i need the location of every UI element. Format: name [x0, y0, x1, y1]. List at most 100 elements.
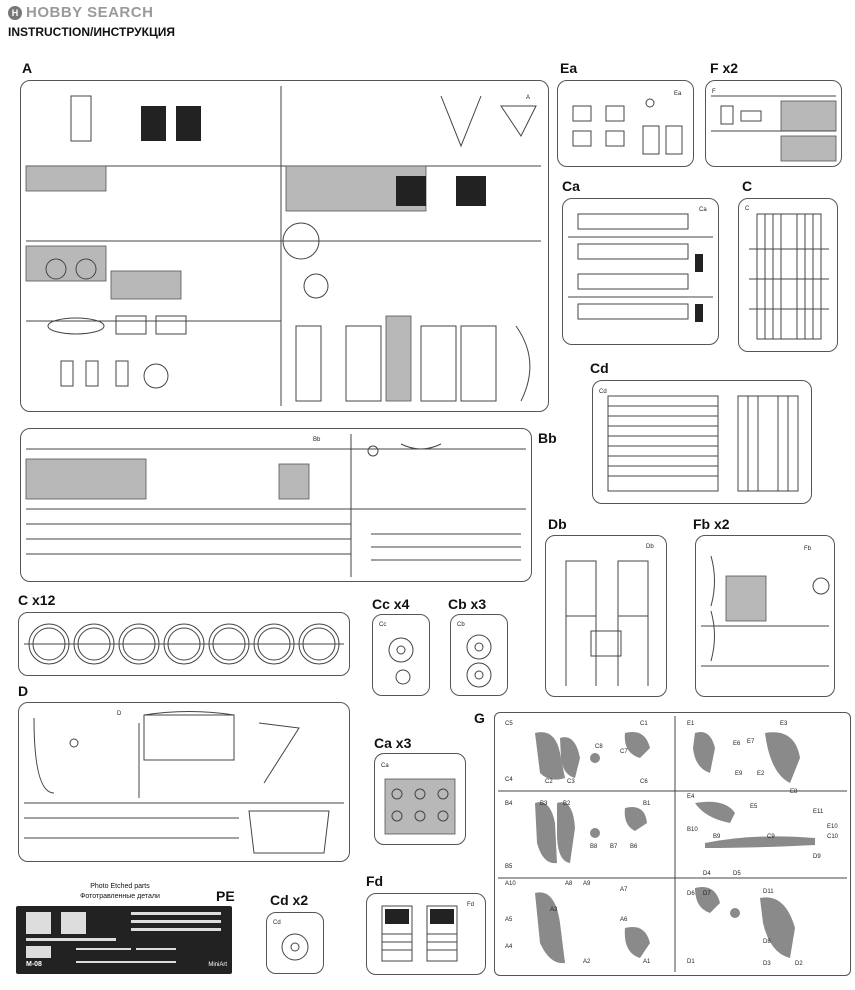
sprue-cb-drawing: Cb [457, 622, 492, 688]
g-part-label: D11 [763, 889, 774, 895]
sprue-d-drawing: D [24, 711, 344, 854]
sprue-db-label: Db [548, 516, 567, 532]
sprue-fd-drawing: Fd [381, 902, 474, 962]
sprue-ca-drawing: Ca [568, 207, 713, 322]
sprue-ca3-label: Ca x3 [374, 735, 412, 751]
g-part-label: A1 [643, 959, 651, 965]
instruction-title: INSTRUCTION/ИНСТРУКЦИЯ [8, 25, 175, 39]
g-part-label: D4 [703, 871, 711, 877]
sprue-ea-drawing: Ea [572, 91, 683, 155]
g-part-label: C10 [827, 834, 839, 840]
sprue-pe-label: PE [216, 888, 235, 904]
g-part-label: C8 [595, 744, 603, 750]
sprue-ca3-drawing: Ca [381, 763, 456, 835]
g-part-label: B4 [505, 801, 513, 807]
sprue-cc-label: Cc x4 [372, 596, 410, 612]
g-part-label: A3 [550, 907, 558, 913]
pe-title-en: Photo Etched parts [90, 883, 150, 890]
g-part-label: C7 [620, 749, 628, 755]
sprue-ca: Ca [562, 198, 719, 345]
sprue-fb: Fb [695, 535, 835, 697]
sprue-bb: Bb [20, 428, 532, 582]
hobby-search-logo: H HOBBY SEARCH [8, 4, 153, 21]
svg-text:Db: Db [646, 544, 654, 550]
sprue-ea-label: Ea [560, 60, 578, 76]
sprue-ca3: Ca [374, 753, 466, 845]
svg-text:Bb: Bb [313, 437, 321, 443]
sprue-f: F [705, 80, 842, 167]
g-part-label: E6 [733, 741, 741, 747]
sprue-f-label: F x2 [710, 60, 739, 76]
sprue-cc-drawing: Cc [379, 622, 414, 685]
g-part-label: A8 [565, 881, 573, 887]
sprue-c12-label: C x12 [18, 592, 56, 608]
g-part-label: A4 [505, 944, 513, 950]
svg-text:Ea: Ea [674, 91, 682, 97]
g-part-label: C6 [640, 779, 648, 785]
g-part-label: B9 [713, 834, 721, 840]
g-part-label: B7 [610, 844, 618, 850]
logo-mark: H [8, 5, 22, 20]
g-part-label: B2 [563, 801, 571, 807]
sprue-fb-label: Fb x2 [693, 516, 730, 532]
sprue-cd2-drawing: Cd [273, 920, 309, 961]
g-part-label: E3 [780, 721, 788, 727]
svg-text:Fd: Fd [467, 902, 474, 908]
g-part-label: B1 [643, 801, 651, 807]
sprue-bb-drawing: Bb [25, 434, 526, 577]
g-part-label: D1 [687, 959, 695, 965]
pe-brand: MiniArt [208, 962, 227, 968]
g-part-label: D5 [733, 871, 741, 877]
pe-code: M-08 [26, 961, 42, 968]
g-part-label: E5 [750, 804, 758, 810]
g-part-label: D9 [813, 854, 821, 860]
sprue-cd-drawing: Cd [599, 389, 799, 492]
sprue-cb-label: Cb x3 [448, 596, 487, 612]
g-part-label: E9 [735, 771, 743, 777]
sprue-cc: Cc [372, 614, 430, 696]
sprue-fd: Fd [366, 893, 486, 975]
g-part-label: C1 [640, 721, 648, 727]
svg-text:Ca: Ca [699, 207, 707, 213]
sprue-cd: Cd [592, 380, 812, 504]
sprue-a-drawing: A [25, 86, 541, 406]
sprue-a-label: A [22, 60, 33, 76]
sprue-fd-label: Fd [366, 873, 384, 889]
sprue-g-label: G [474, 710, 485, 726]
g-part-label: E2 [757, 771, 765, 777]
g-part-label: E4 [687, 794, 695, 800]
svg-text:C: C [745, 206, 750, 212]
svg-text:Fb: Fb [804, 546, 812, 552]
sprue-d-label: D [18, 683, 29, 699]
pe-fret-drawing [26, 912, 221, 963]
g-part-label: E8 [790, 789, 798, 795]
g-part-label: D3 [763, 961, 771, 967]
g-part-label: B5 [505, 864, 513, 870]
g-part-label: C9 [767, 834, 775, 840]
sprue-fb-drawing: Fb [701, 546, 830, 667]
g-part-label: E7 [747, 739, 755, 745]
g-part-label: C5 [505, 721, 513, 727]
sprue-cd-label: Cd [590, 360, 609, 376]
g-part-label: B10 [687, 827, 698, 833]
sprue-c12-drawing [24, 623, 344, 665]
sprue-c: C [738, 198, 838, 352]
g-part-label: D2 [795, 961, 803, 967]
g-part-label: A9 [583, 881, 591, 887]
g-part-label: A10 [505, 881, 516, 887]
sprue-ea: Ea [557, 80, 694, 167]
g-part-label: D7 [703, 891, 711, 897]
sprue-bb-label: Bb [538, 430, 557, 446]
sprue-db-drawing: Db [565, 544, 654, 686]
svg-text:F: F [712, 89, 716, 95]
g-part-label: A2 [583, 959, 591, 965]
sprue-c12 [18, 612, 350, 676]
svg-text:D: D [117, 711, 122, 717]
sprue-c-label: C [742, 178, 753, 194]
g-part-label: C4 [505, 777, 513, 783]
g-part-label: A7 [620, 887, 628, 893]
g-part-label: B8 [590, 844, 598, 850]
logo-text: HOBBY SEARCH [26, 4, 154, 21]
